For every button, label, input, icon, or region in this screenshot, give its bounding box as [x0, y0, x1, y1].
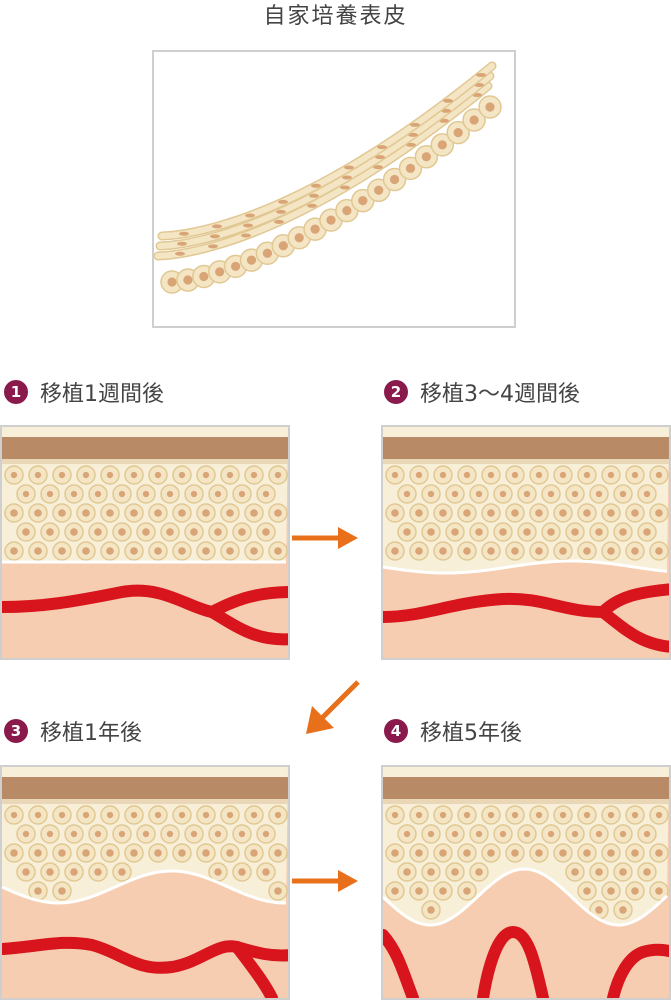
arrow-down-left-icon	[306, 680, 360, 734]
step-4-skin-panel	[381, 765, 671, 1000]
step-3-skin-cross-section	[2, 767, 288, 998]
step-4-skin-cross-section	[383, 767, 669, 998]
step-2-label: 2 移植3〜4週間後	[384, 376, 580, 408]
step-3-skin-panel	[0, 765, 290, 1000]
step-4-label: 4 移植5年後	[384, 715, 522, 747]
step-2-text: 移植3〜4週間後	[420, 382, 580, 407]
step-3-text: 移植1年後	[40, 721, 142, 746]
step-2-skin-panel	[381, 425, 671, 660]
step-1-text: 移植1週間後	[40, 382, 164, 407]
step-4-text: 移植5年後	[420, 721, 522, 746]
arrow-right-icon	[292, 527, 358, 549]
arrow-right-icon	[292, 870, 358, 892]
step-1-badge-icon: 1	[4, 380, 28, 404]
step-2-skin-cross-section	[383, 427, 669, 658]
step-1-label: 1 移植1週間後	[4, 376, 164, 408]
cultured-epidermis-sheet-image	[153, 61, 502, 294]
step-4-badge-icon: 4	[384, 719, 408, 743]
step-3-label: 3 移植1年後	[4, 715, 142, 747]
diagram-title: 自家培養表皮	[263, 4, 408, 29]
step-1-skin-panel	[0, 425, 290, 660]
step-3-badge-icon: 3	[4, 719, 28, 743]
step-1-skin-cross-section	[2, 427, 288, 658]
cultured-epidermis-illustration	[152, 50, 516, 328]
step-2-badge-icon: 2	[384, 380, 408, 404]
